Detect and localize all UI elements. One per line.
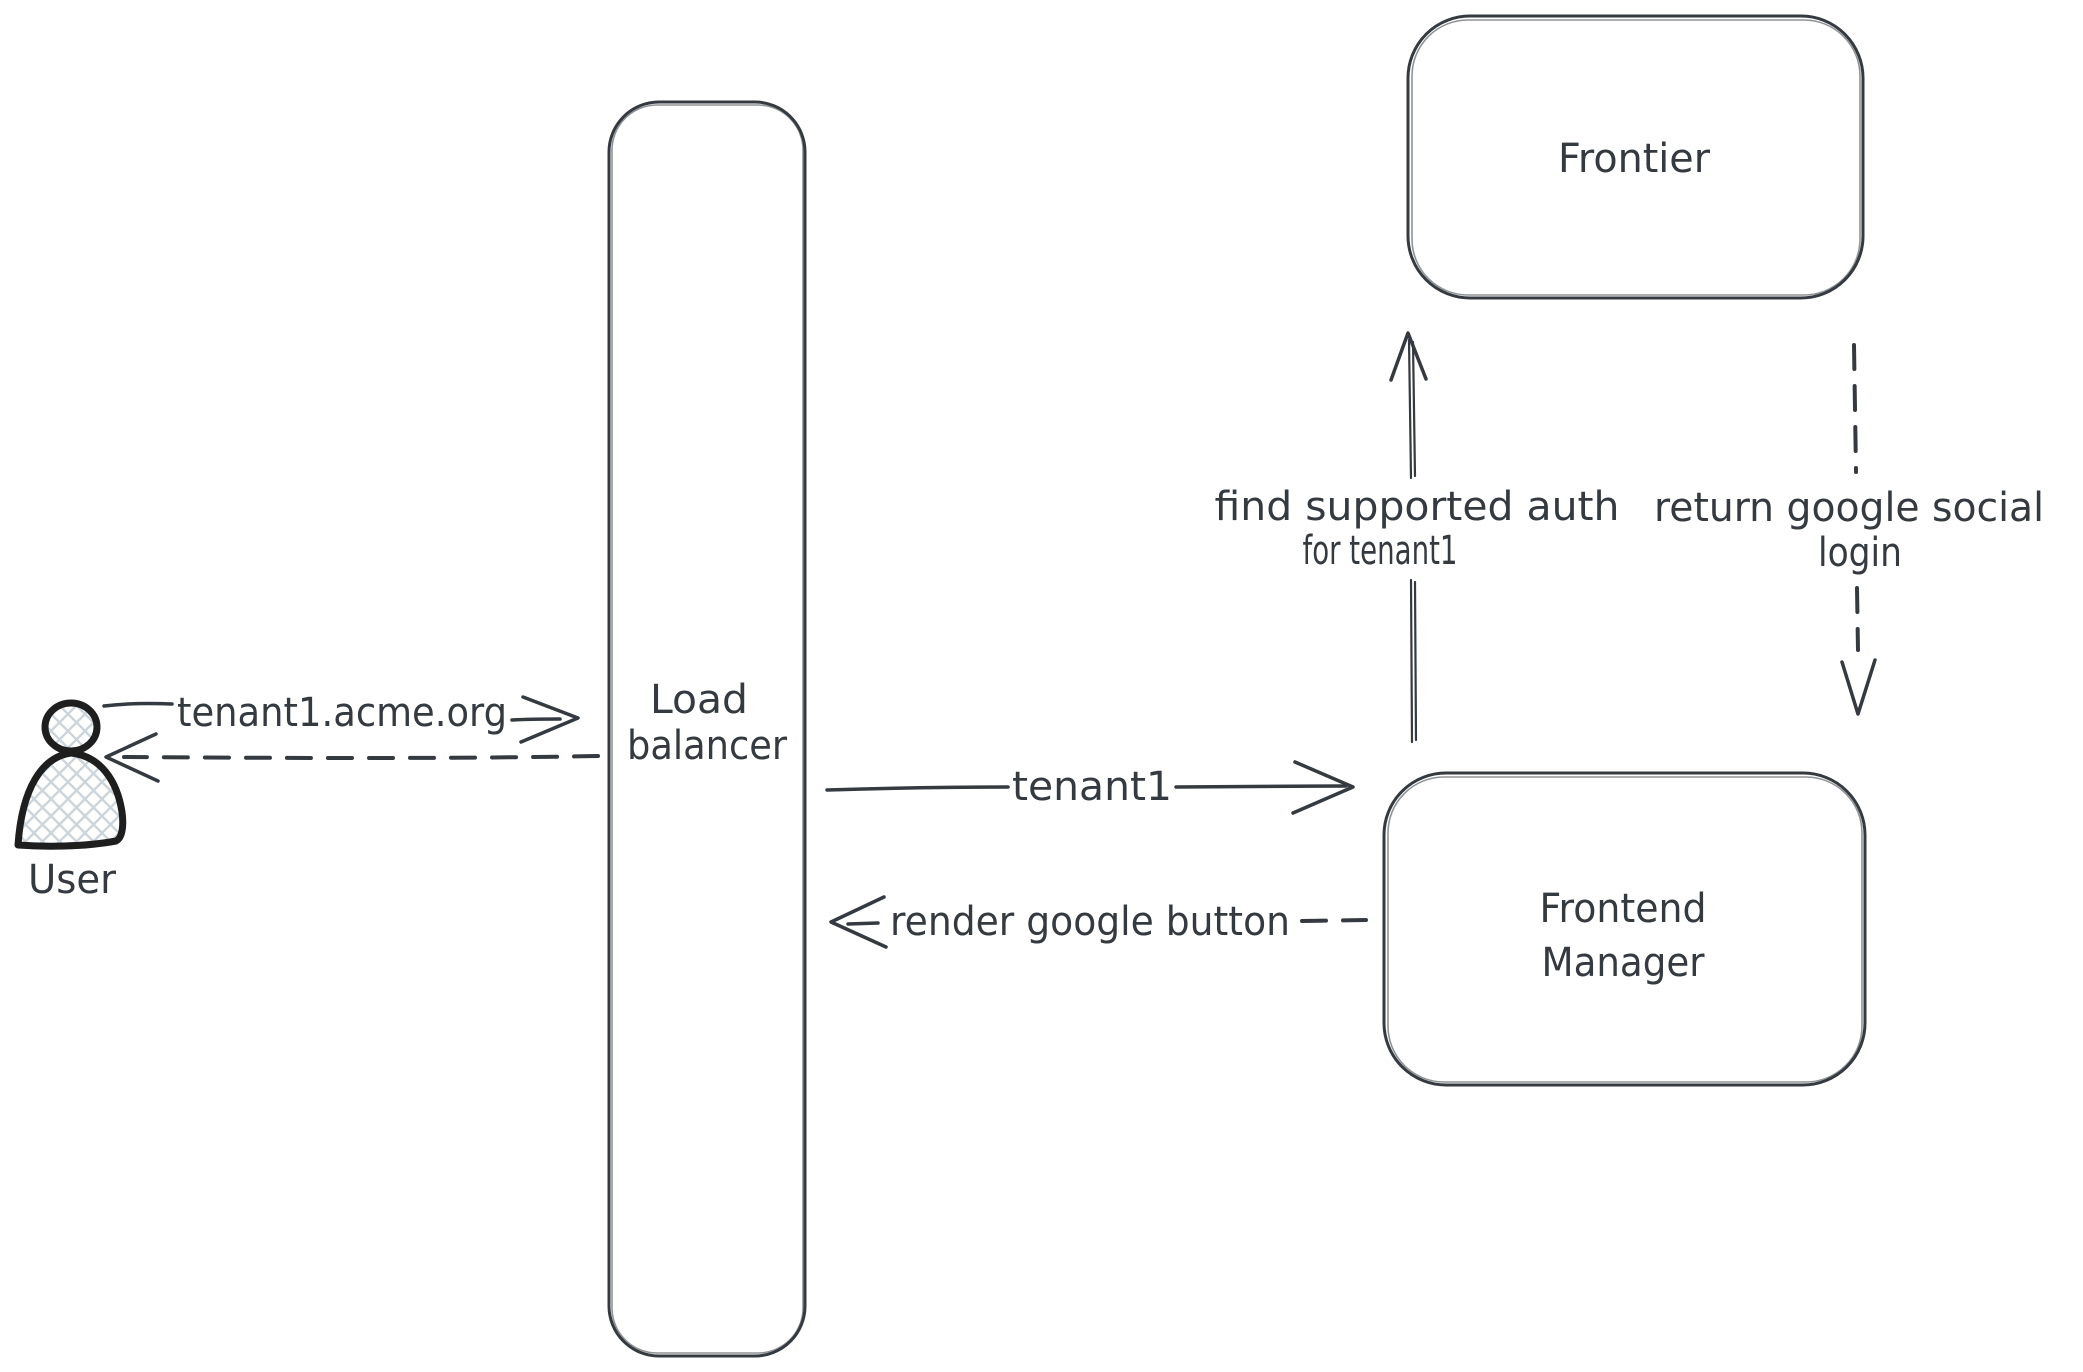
edge-user-to-load-balancer [102,695,580,744]
user-icon [14,699,127,850]
edge-frontend-manager-to-frontier [1389,331,1428,744]
edge-load-balancer-to-user [104,732,600,783]
arrowhead-left-icon [104,732,160,783]
node-shapes [607,14,1867,1358]
edge-line-dashed-bottom [1855,586,1860,652]
edge-line-right [1174,784,1348,789]
frontier-node [1406,14,1865,300]
arrowhead-right-icon [1291,760,1355,815]
arrowhead-up-icon [1389,331,1428,382]
user-label: User [28,857,117,903]
edge-line-dashed-top [1852,343,1858,474]
edges [102,331,1877,949]
load-balancer-label-line2: balancer [627,723,787,769]
edge-load-balancer-to-frontend-manager [825,760,1355,815]
frontend-manager-box [1382,771,1867,1087]
edge-line-top [1407,338,1413,480]
edge-label-find-supported-auth: find supported auth [1215,484,1620,530]
edge-line-bottom-sketch [1413,580,1418,742]
edge-line-left [102,701,174,708]
frontend-manager-node [1382,771,1867,1087]
frontier-box [1406,14,1865,300]
edge-label-login: login [1818,530,1902,576]
user-head [41,699,101,755]
load-balancer-box-sketch [611,104,804,1354]
load-balancer-node [607,100,807,1358]
arrowhead-left-icon [829,895,888,949]
edge-line-right [510,717,562,722]
edge-frontier-to-frontend-manager [1840,343,1877,716]
edge-label-return-google-social: return google social [1654,485,2044,531]
frontend-manager-label-line2: Manager [1542,940,1706,986]
edge-line-dashed [122,754,600,760]
user-body [14,749,127,850]
edge-label-for-tenant1: for tenant1 [1303,528,1458,574]
edge-line-left [825,785,1010,792]
arrowhead-right-icon [519,695,580,744]
frontend-manager-box-sketch [1387,776,1863,1083]
edge-line-bottom [1409,578,1414,744]
edge-frontend-manager-to-load-balancer [829,895,1368,949]
edge-label-render-google-button: render google button [890,899,1290,945]
arrowhead-down-icon [1840,658,1877,716]
edge-line-top-sketch [1411,340,1417,478]
frontier-box-sketch [1411,19,1861,296]
frontier-label: Frontier [1558,136,1711,182]
load-balancer-label-line1: Load [650,677,748,723]
frontend-manager-label-line1: Frontend [1540,886,1707,932]
edge-label-tenant1-acme-org: tenant1.acme.org [177,690,507,736]
labels: User Load balancer Frontier Frontend Man… [28,136,2044,986]
edge-stub [846,921,880,926]
edge-line-dashed [1300,918,1368,923]
edge-label-tenant1: tenant1 [1012,764,1172,810]
load-balancer-box [607,100,807,1358]
